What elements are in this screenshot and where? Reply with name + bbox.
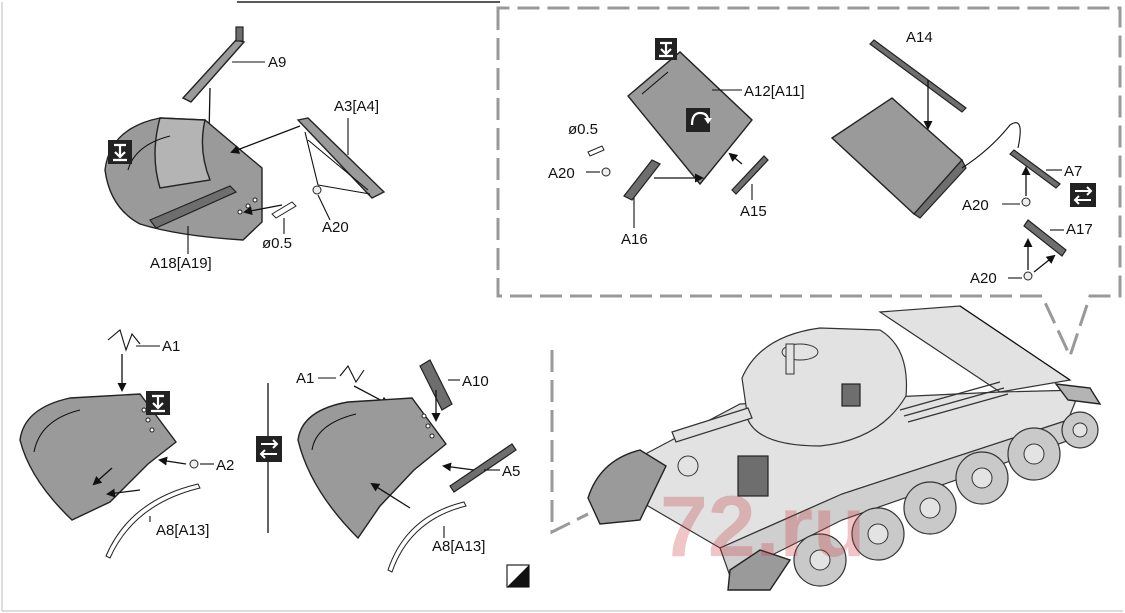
label-a16: A16 xyxy=(621,231,648,248)
part-a9-tab xyxy=(235,26,244,42)
corner-marker xyxy=(506,564,530,588)
icon-right-swap xyxy=(1070,183,1096,207)
part-fender-inner xyxy=(154,117,211,189)
label-d05-top-left: ø0.5 xyxy=(262,235,292,252)
tank-illustration xyxy=(587,305,1102,591)
swap-arrows-icon xyxy=(259,439,279,459)
arrow-down-into-bracket-icon xyxy=(151,394,165,413)
part-a9 xyxy=(181,39,246,103)
part-a2 xyxy=(189,459,199,469)
part-a20-washer xyxy=(312,185,322,195)
step-fender-variant-b: A1 A10 A5 A8[A13] xyxy=(296,359,520,573)
label-a20-mid: A20 xyxy=(548,165,575,182)
part-a14 xyxy=(869,39,967,113)
icon-bottom-left-1 xyxy=(146,391,170,415)
part-rear-fender xyxy=(830,97,963,215)
arrow-wire xyxy=(243,204,283,216)
part-wire-mid xyxy=(587,145,605,157)
icon-top-right-2 xyxy=(686,108,712,132)
label-a12a11: A12[A11] xyxy=(744,83,805,100)
label-a7: A7 xyxy=(1064,163,1082,180)
swap-arrows-icon xyxy=(1073,186,1093,205)
part-a1-left xyxy=(107,329,141,352)
part-a8-right xyxy=(387,501,467,573)
arrow-down-into-bracket-icon xyxy=(659,41,673,58)
tank-gun xyxy=(671,407,753,443)
part-a10 xyxy=(419,359,453,411)
label-a1-right: A1 xyxy=(296,370,314,387)
callout-pointer-left xyxy=(550,350,589,535)
part-a17 xyxy=(1023,219,1067,257)
tank-turret xyxy=(741,327,908,447)
label-a8a13-left: A8[A13] xyxy=(156,522,209,539)
label-a5: A5 xyxy=(502,463,520,480)
callout-dashed-border xyxy=(496,6,1122,361)
label-a20-right-2: A20 xyxy=(970,270,997,287)
label-a14: A14 xyxy=(906,29,933,46)
part-a8-left xyxy=(105,483,201,559)
label-a1-left: A1 xyxy=(162,338,180,355)
icon-bottom-mid-swap xyxy=(256,436,282,462)
tank-rear-left-fender xyxy=(727,549,792,591)
part-a7 xyxy=(1009,149,1061,189)
part-a5 xyxy=(449,443,517,493)
part-a1-right xyxy=(339,364,365,384)
part-wire xyxy=(271,201,297,219)
arrow-a3 xyxy=(230,125,301,154)
part-a16 xyxy=(623,159,661,201)
tank-front-fender xyxy=(587,449,667,525)
label-a3a4: A3[A4] xyxy=(334,98,379,115)
part-a3 xyxy=(296,117,386,199)
label-a17: A17 xyxy=(1066,221,1093,238)
step-fender-variant-a: A1 A2 A8[A13] xyxy=(19,329,234,559)
label-a9: A9 xyxy=(268,54,286,71)
label-a10: A10 xyxy=(462,373,489,390)
part-a18 xyxy=(149,185,238,229)
label-d05-top-right: ø0.5 xyxy=(568,121,598,138)
part-fender-body-right xyxy=(297,397,447,540)
label-a18a19: A18[A19] xyxy=(150,255,212,272)
part-a15 xyxy=(731,155,769,195)
arrow-down-into-bracket-icon xyxy=(113,143,127,162)
label-a2: A2 xyxy=(216,457,234,474)
tank-rear-fender xyxy=(1054,383,1102,405)
rotate-arrow-icon xyxy=(690,111,710,126)
icon-top-left xyxy=(108,140,132,164)
label-a8a13-right: A8[A13] xyxy=(432,538,485,555)
step-front-fender-assembly: A9 A3[A4] A20 ø0.5 A18[A19] xyxy=(104,26,386,272)
fender-slot xyxy=(127,135,171,171)
diagonal-half-square-icon xyxy=(507,565,529,587)
part-a20-mid xyxy=(601,167,611,177)
watermark: 72.ru xyxy=(660,479,866,575)
detail-callout-box: A12[A11] A16 A15 ø0.5 A20 A14 A7 A20 xyxy=(496,6,1122,361)
part-fender-body-left xyxy=(19,393,177,521)
icon-top-right-1 xyxy=(655,38,677,60)
tank-road-wheels xyxy=(747,411,1099,587)
label-a15: A15 xyxy=(740,203,767,220)
label-a20-top-left: A20 xyxy=(322,219,349,236)
label-a20-right-1: A20 xyxy=(962,197,989,214)
